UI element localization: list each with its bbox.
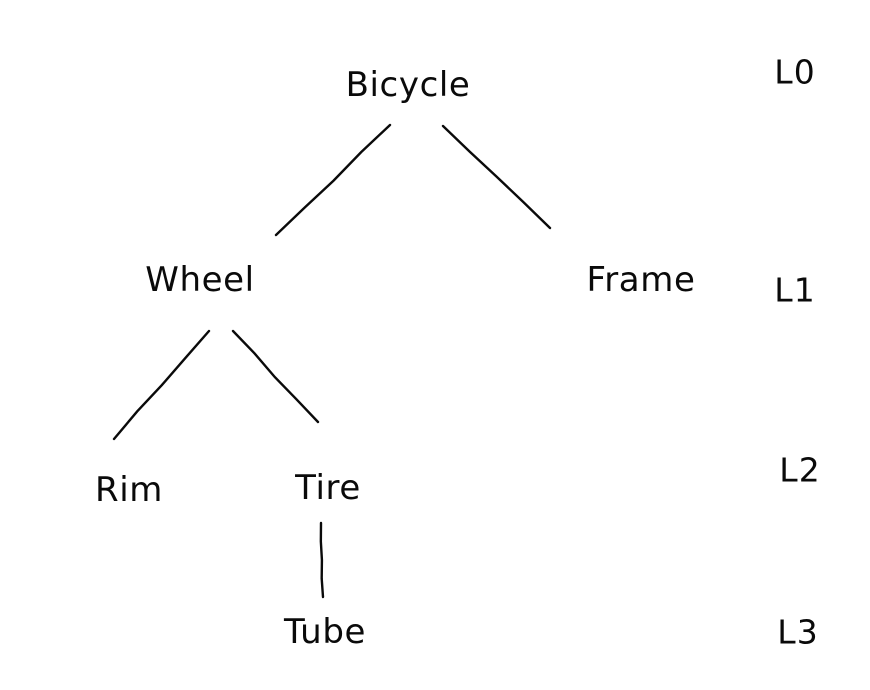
node-label-tire[interactable]: Tire xyxy=(295,468,361,508)
edge-bicycle-to-frame xyxy=(441,124,552,230)
node-label-wheel[interactable]: Wheel xyxy=(145,260,255,300)
edges-group xyxy=(112,123,552,599)
edge-tire-to-tube xyxy=(319,521,325,599)
edge-bicycle-to-wheel xyxy=(274,123,392,237)
edge-wheel-to-tire xyxy=(231,329,320,424)
node-label-frame[interactable]: Frame xyxy=(586,260,696,300)
level-label-l2: L2 xyxy=(779,450,821,490)
level-label-l3: L3 xyxy=(777,612,819,652)
node-label-tube[interactable]: Tube xyxy=(283,612,367,652)
level-label-l1: L1 xyxy=(774,270,816,310)
edge-wheel-to-rim xyxy=(112,329,211,441)
level-label-l0: L0 xyxy=(774,52,816,92)
node-label-rim[interactable]: Rim xyxy=(95,470,163,510)
node-label-bicycle[interactable]: Bicycle xyxy=(345,65,471,105)
